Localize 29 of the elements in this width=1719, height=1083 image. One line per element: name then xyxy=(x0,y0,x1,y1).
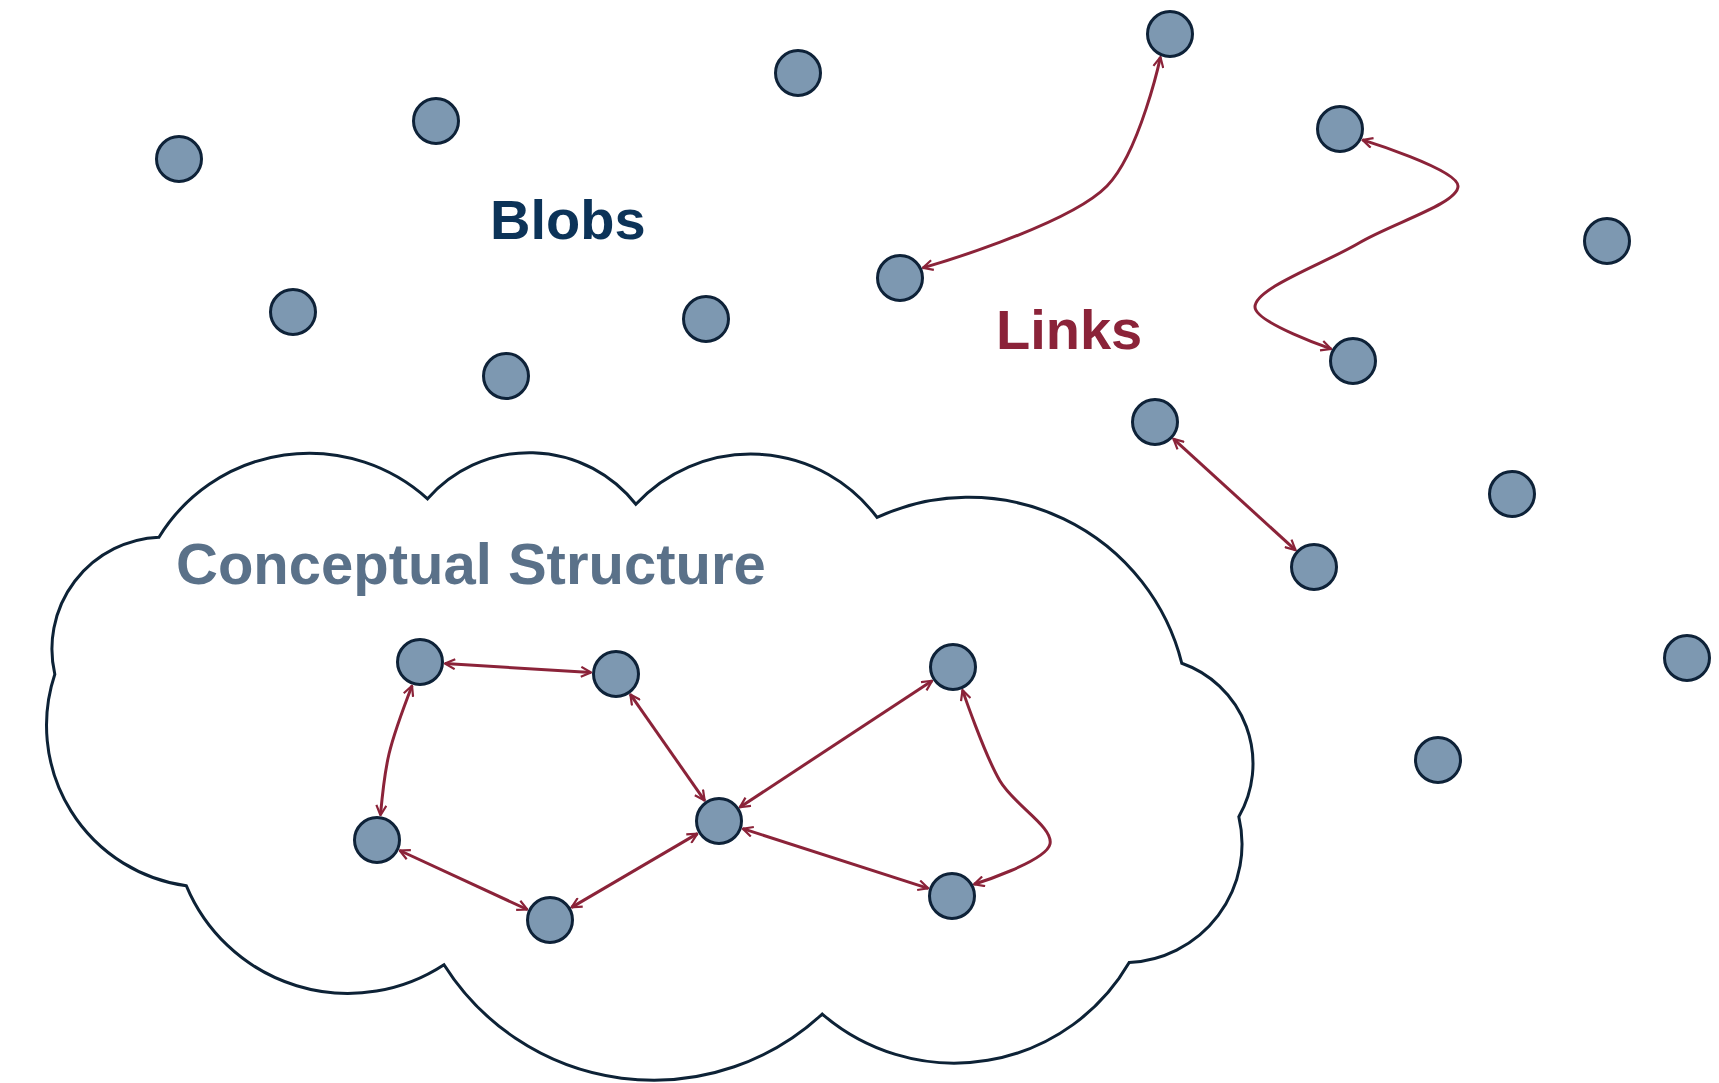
blob-circle xyxy=(1583,217,1631,265)
double-arrow xyxy=(629,693,706,802)
double-arrow xyxy=(738,679,934,809)
double-arrow xyxy=(570,832,699,909)
diagram-label: Blobs xyxy=(490,192,646,248)
double-arrow xyxy=(1172,437,1297,552)
blob-circle xyxy=(682,295,730,343)
diagram-label: Links xyxy=(996,302,1143,358)
double-arrow xyxy=(375,684,415,817)
double-arrow xyxy=(1253,137,1460,352)
blob-circle xyxy=(482,352,530,400)
blob-circle xyxy=(1316,105,1364,153)
blob-circle xyxy=(876,254,924,302)
blob-circle xyxy=(412,97,460,145)
blob-circle xyxy=(1329,337,1377,385)
blob-circle xyxy=(774,49,822,97)
blob-circle xyxy=(1488,470,1536,518)
double-arrow xyxy=(398,849,529,911)
blob-circle xyxy=(1290,543,1338,591)
double-arrow xyxy=(741,825,930,892)
blob-circle xyxy=(1131,398,1179,446)
blob-circle xyxy=(1663,634,1711,682)
double-arrow xyxy=(959,689,1052,888)
blob-circle xyxy=(155,135,203,183)
double-arrow xyxy=(443,658,593,678)
blob-circle xyxy=(1146,10,1194,58)
blob-circle xyxy=(1414,736,1462,784)
blob-circle xyxy=(269,288,317,336)
double-arrow xyxy=(921,56,1165,271)
